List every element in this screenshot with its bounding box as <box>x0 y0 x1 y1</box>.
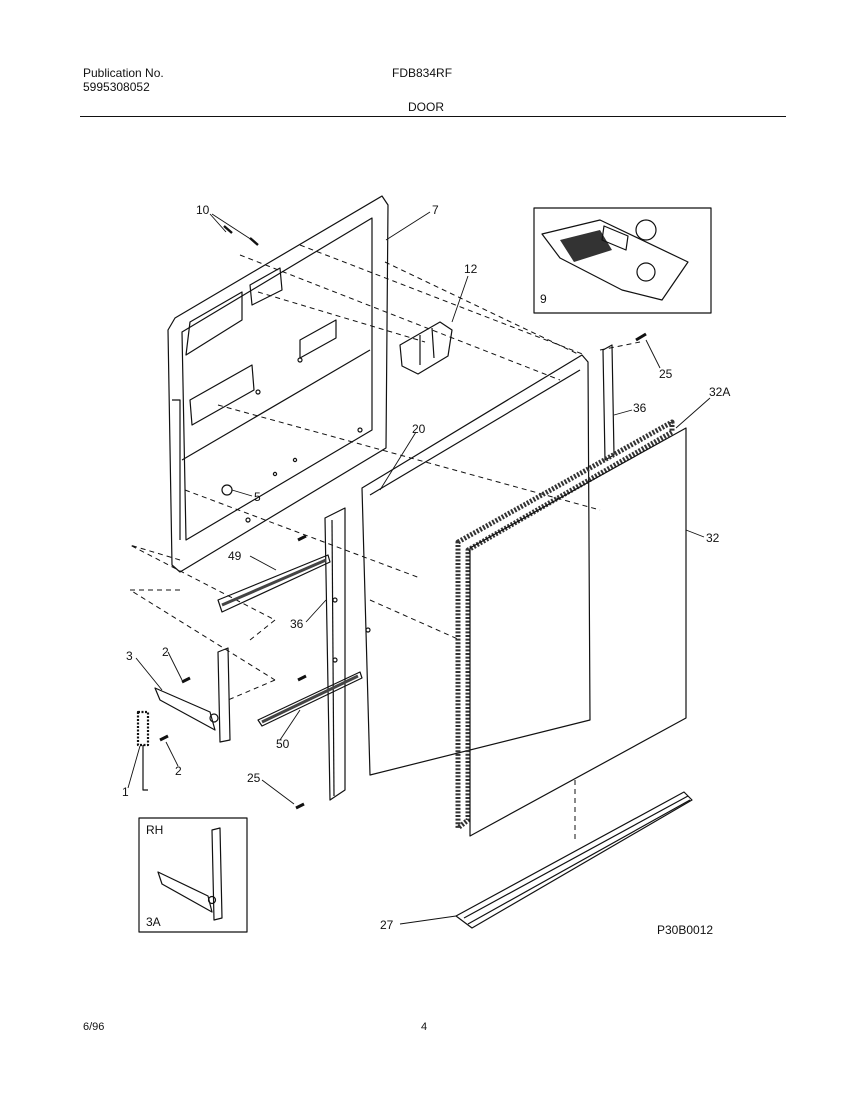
callout-27: 27 <box>380 918 394 932</box>
footer-page-number: 4 <box>421 1021 428 1033</box>
callout-25-lower: 25 <box>247 771 261 785</box>
trim-strip-49 <box>217 554 331 613</box>
screw-upper-trim <box>297 534 307 542</box>
callout-25-upper: 25 <box>659 367 673 381</box>
trim-strip-50 <box>257 671 363 727</box>
section-title: DOOR <box>408 100 444 114</box>
callout-2-upper: 2 <box>162 645 169 659</box>
footer-date: 6/96 <box>83 1021 105 1033</box>
callout-5: 5 <box>254 490 261 504</box>
callout-9: 9 <box>540 292 547 306</box>
publication-number: 5995308052 <box>83 80 150 94</box>
door-trim-kickplate <box>455 791 693 929</box>
detergent-dispenser <box>541 219 689 301</box>
screw-10 <box>223 225 259 246</box>
callout-20: 20 <box>412 422 426 436</box>
figure-code: P30B0012 <box>657 923 713 937</box>
header-divider <box>80 116 786 117</box>
publication-label: Publication No. <box>83 66 164 80</box>
door-latch <box>399 321 453 375</box>
hinge-spring <box>136 710 150 791</box>
door-outer-frame <box>361 354 591 776</box>
screw-lower-trim <box>297 674 307 682</box>
callout-50: 50 <box>276 737 290 751</box>
model-number: FDB834RF <box>392 66 453 80</box>
screw-2-lower <box>159 734 169 742</box>
screw-2-upper <box>181 676 191 684</box>
callout-12: 12 <box>464 262 478 276</box>
hinge-arm <box>154 647 231 743</box>
screw-25-lower <box>295 802 305 810</box>
assembly-guide-lines <box>129 244 641 840</box>
callout-32: 32 <box>706 531 720 545</box>
callout-2-lower: 2 <box>175 764 182 778</box>
callout-leader-lines <box>127 211 711 925</box>
callout-32a: 32A <box>709 385 730 399</box>
inner-door-panel <box>167 195 389 573</box>
inset-label-rh: RH <box>146 823 163 837</box>
door-gasket-mesh <box>455 419 675 831</box>
callout-10: 10 <box>196 203 210 217</box>
inset-label-3a: 3A <box>146 915 161 929</box>
rh-hinge-arm <box>157 827 223 921</box>
callout-36-right: 36 <box>633 401 647 415</box>
callout-49: 49 <box>228 549 242 563</box>
outer-door-panel <box>469 427 687 837</box>
side-channel-right <box>602 344 615 461</box>
side-channel-left <box>324 507 371 801</box>
screw-25-upper <box>635 332 647 342</box>
callout-36-left: 36 <box>290 617 304 631</box>
callout-labels: 10 7 12 9 25 32A 36 20 5 32 49 36 3 2 2 … <box>122 203 730 937</box>
callout-1: 1 <box>122 785 129 799</box>
callout-7: 7 <box>432 203 439 217</box>
rh-hinge-inset-frame <box>138 817 248 933</box>
callout-3: 3 <box>126 649 133 663</box>
dispenser-inset-frame <box>533 207 712 314</box>
